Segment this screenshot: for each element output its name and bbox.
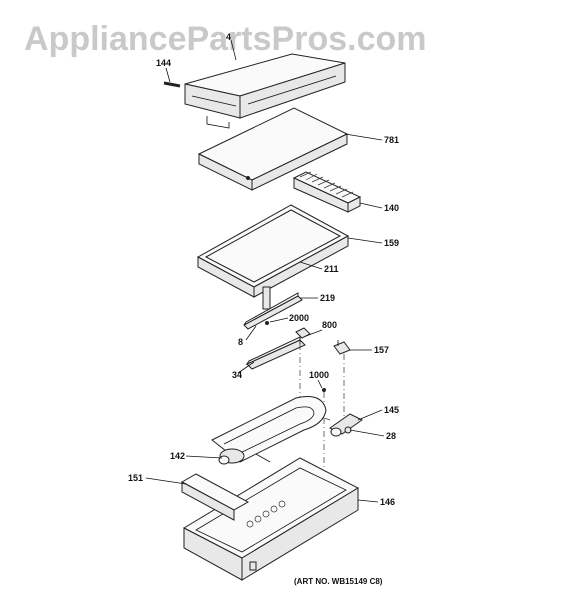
part-146-burner-box[interactable] — [182, 457, 360, 581]
callout-4: 4 — [226, 32, 231, 42]
part-781-griddle-plate[interactable] — [197, 107, 349, 191]
callout-157: 157 — [374, 345, 389, 355]
leader-lines — [145, 39, 385, 503]
callout-140: 140 — [384, 203, 399, 213]
part-151-drawer-front[interactable] — [180, 473, 250, 521]
part-159-drip-pan-frame[interactable] — [196, 204, 350, 298]
part-144-pin[interactable] — [163, 81, 181, 88]
callout-211: 211 — [324, 264, 339, 274]
part-2000-screw[interactable] — [265, 321, 269, 325]
part-34-heat-shield[interactable] — [245, 336, 306, 370]
callout-781: 781 — [384, 135, 399, 145]
callout-34: 34 — [232, 370, 242, 380]
callout-146: 146 — [380, 497, 395, 507]
callout-151: 151 — [128, 473, 143, 483]
callout-1000: 1000 — [309, 370, 329, 380]
callout-219: 219 — [320, 293, 335, 303]
part-211-post[interactable] — [262, 286, 271, 310]
callout-159: 159 — [384, 238, 399, 248]
part-219-bracket[interactable] — [243, 292, 303, 330]
part-4-grill-cover[interactable] — [184, 53, 346, 129]
callout-800: 800 — [322, 320, 337, 330]
callout-145: 145 — [384, 405, 399, 415]
callout-142: 142 — [170, 451, 185, 461]
callout-labels: 4 144 781 140 159 211 219 2000 8 800 157… — [128, 32, 399, 507]
part-145-valve[interactable] — [329, 413, 363, 437]
part-140-vent[interactable] — [292, 171, 362, 213]
callout-8: 8 — [238, 337, 243, 347]
callout-144: 144 — [156, 58, 171, 68]
callout-28: 28 — [386, 431, 396, 441]
part-157-clip[interactable] — [333, 340, 351, 355]
part-142-burner[interactable] — [211, 396, 327, 465]
part-1000-screw[interactable] — [322, 388, 326, 392]
callout-2000: 2000 — [289, 313, 309, 323]
art-number: (ART NO. WB15149 C8) — [294, 577, 383, 586]
watermark-text: AppliancePartsPros.com — [24, 20, 426, 58]
